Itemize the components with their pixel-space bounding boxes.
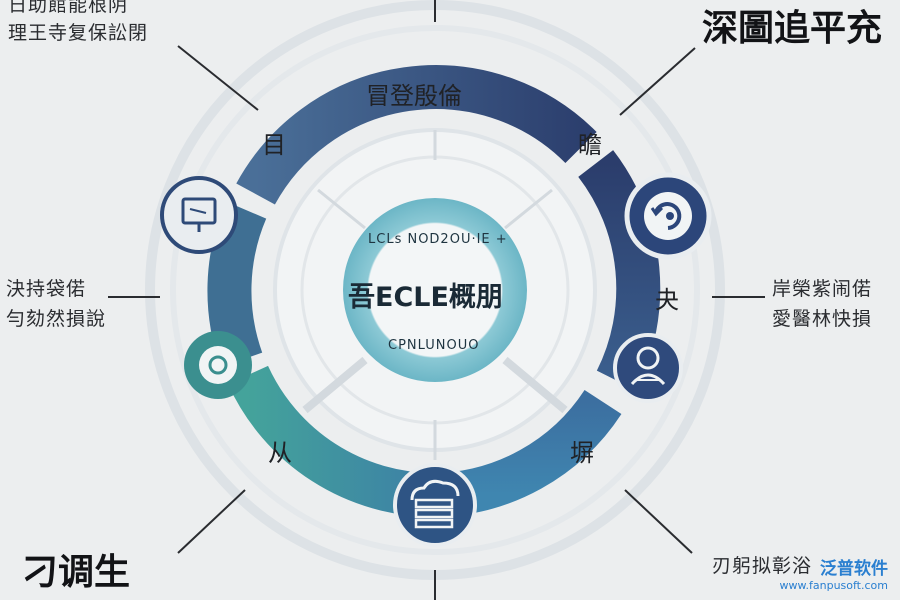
ring-label-upper-left: 目 [262, 131, 286, 159]
watermark: 泛普软件 www.fanpusoft.com [780, 554, 888, 592]
label-top-left: 日助館能根阴 理王寺复保訟閉 [8, 0, 149, 44]
person-icon [613, 333, 683, 403]
connector-line [177, 489, 246, 554]
target-icon [184, 331, 252, 399]
ring-label-top: 冒登殷倫 [366, 82, 462, 110]
ring-label-lower-right: 塀 [570, 439, 594, 467]
outer-halo-ring-inner [170, 25, 700, 555]
ring-label-right: 夬 [655, 286, 679, 314]
label-mid-left: 決持袋偌 勻劾然損說 [6, 278, 107, 330]
connector-line [624, 489, 693, 554]
label-top-right: 深圖追平充 [702, 8, 883, 49]
label-bottom-right: 刃躬拟彰浴 [712, 555, 813, 577]
watermark-url: www.fanpusoft.com [779, 579, 888, 592]
watermark-name: 泛普软件 [820, 559, 888, 579]
center-title: 吾ECLE概朋 [348, 282, 503, 313]
label-mid-right: 岸榮紫闹偌 愛醫林快損 [772, 278, 873, 330]
ring-label-lower-left: 从 [268, 439, 292, 467]
refresh-icon [624, 172, 712, 260]
ring-segment-top [236, 65, 597, 205]
connector-line [619, 47, 696, 116]
ring-label-upper-right: 瞻 [578, 131, 602, 159]
connector-line [177, 45, 259, 111]
screen-icon [160, 176, 238, 254]
spoke [317, 188, 366, 230]
label-bottom-left: 刁调生 [22, 552, 131, 593]
spoke [302, 356, 368, 414]
center-subtitle-top: LCLs NOD2OU·IE + [368, 232, 508, 247]
spoke [504, 188, 553, 230]
center-subtitle-bottom: CPNLUNOUO [388, 338, 480, 353]
center-circle [343, 198, 527, 382]
spoke [502, 356, 568, 414]
cloud-server-icon [393, 463, 477, 547]
